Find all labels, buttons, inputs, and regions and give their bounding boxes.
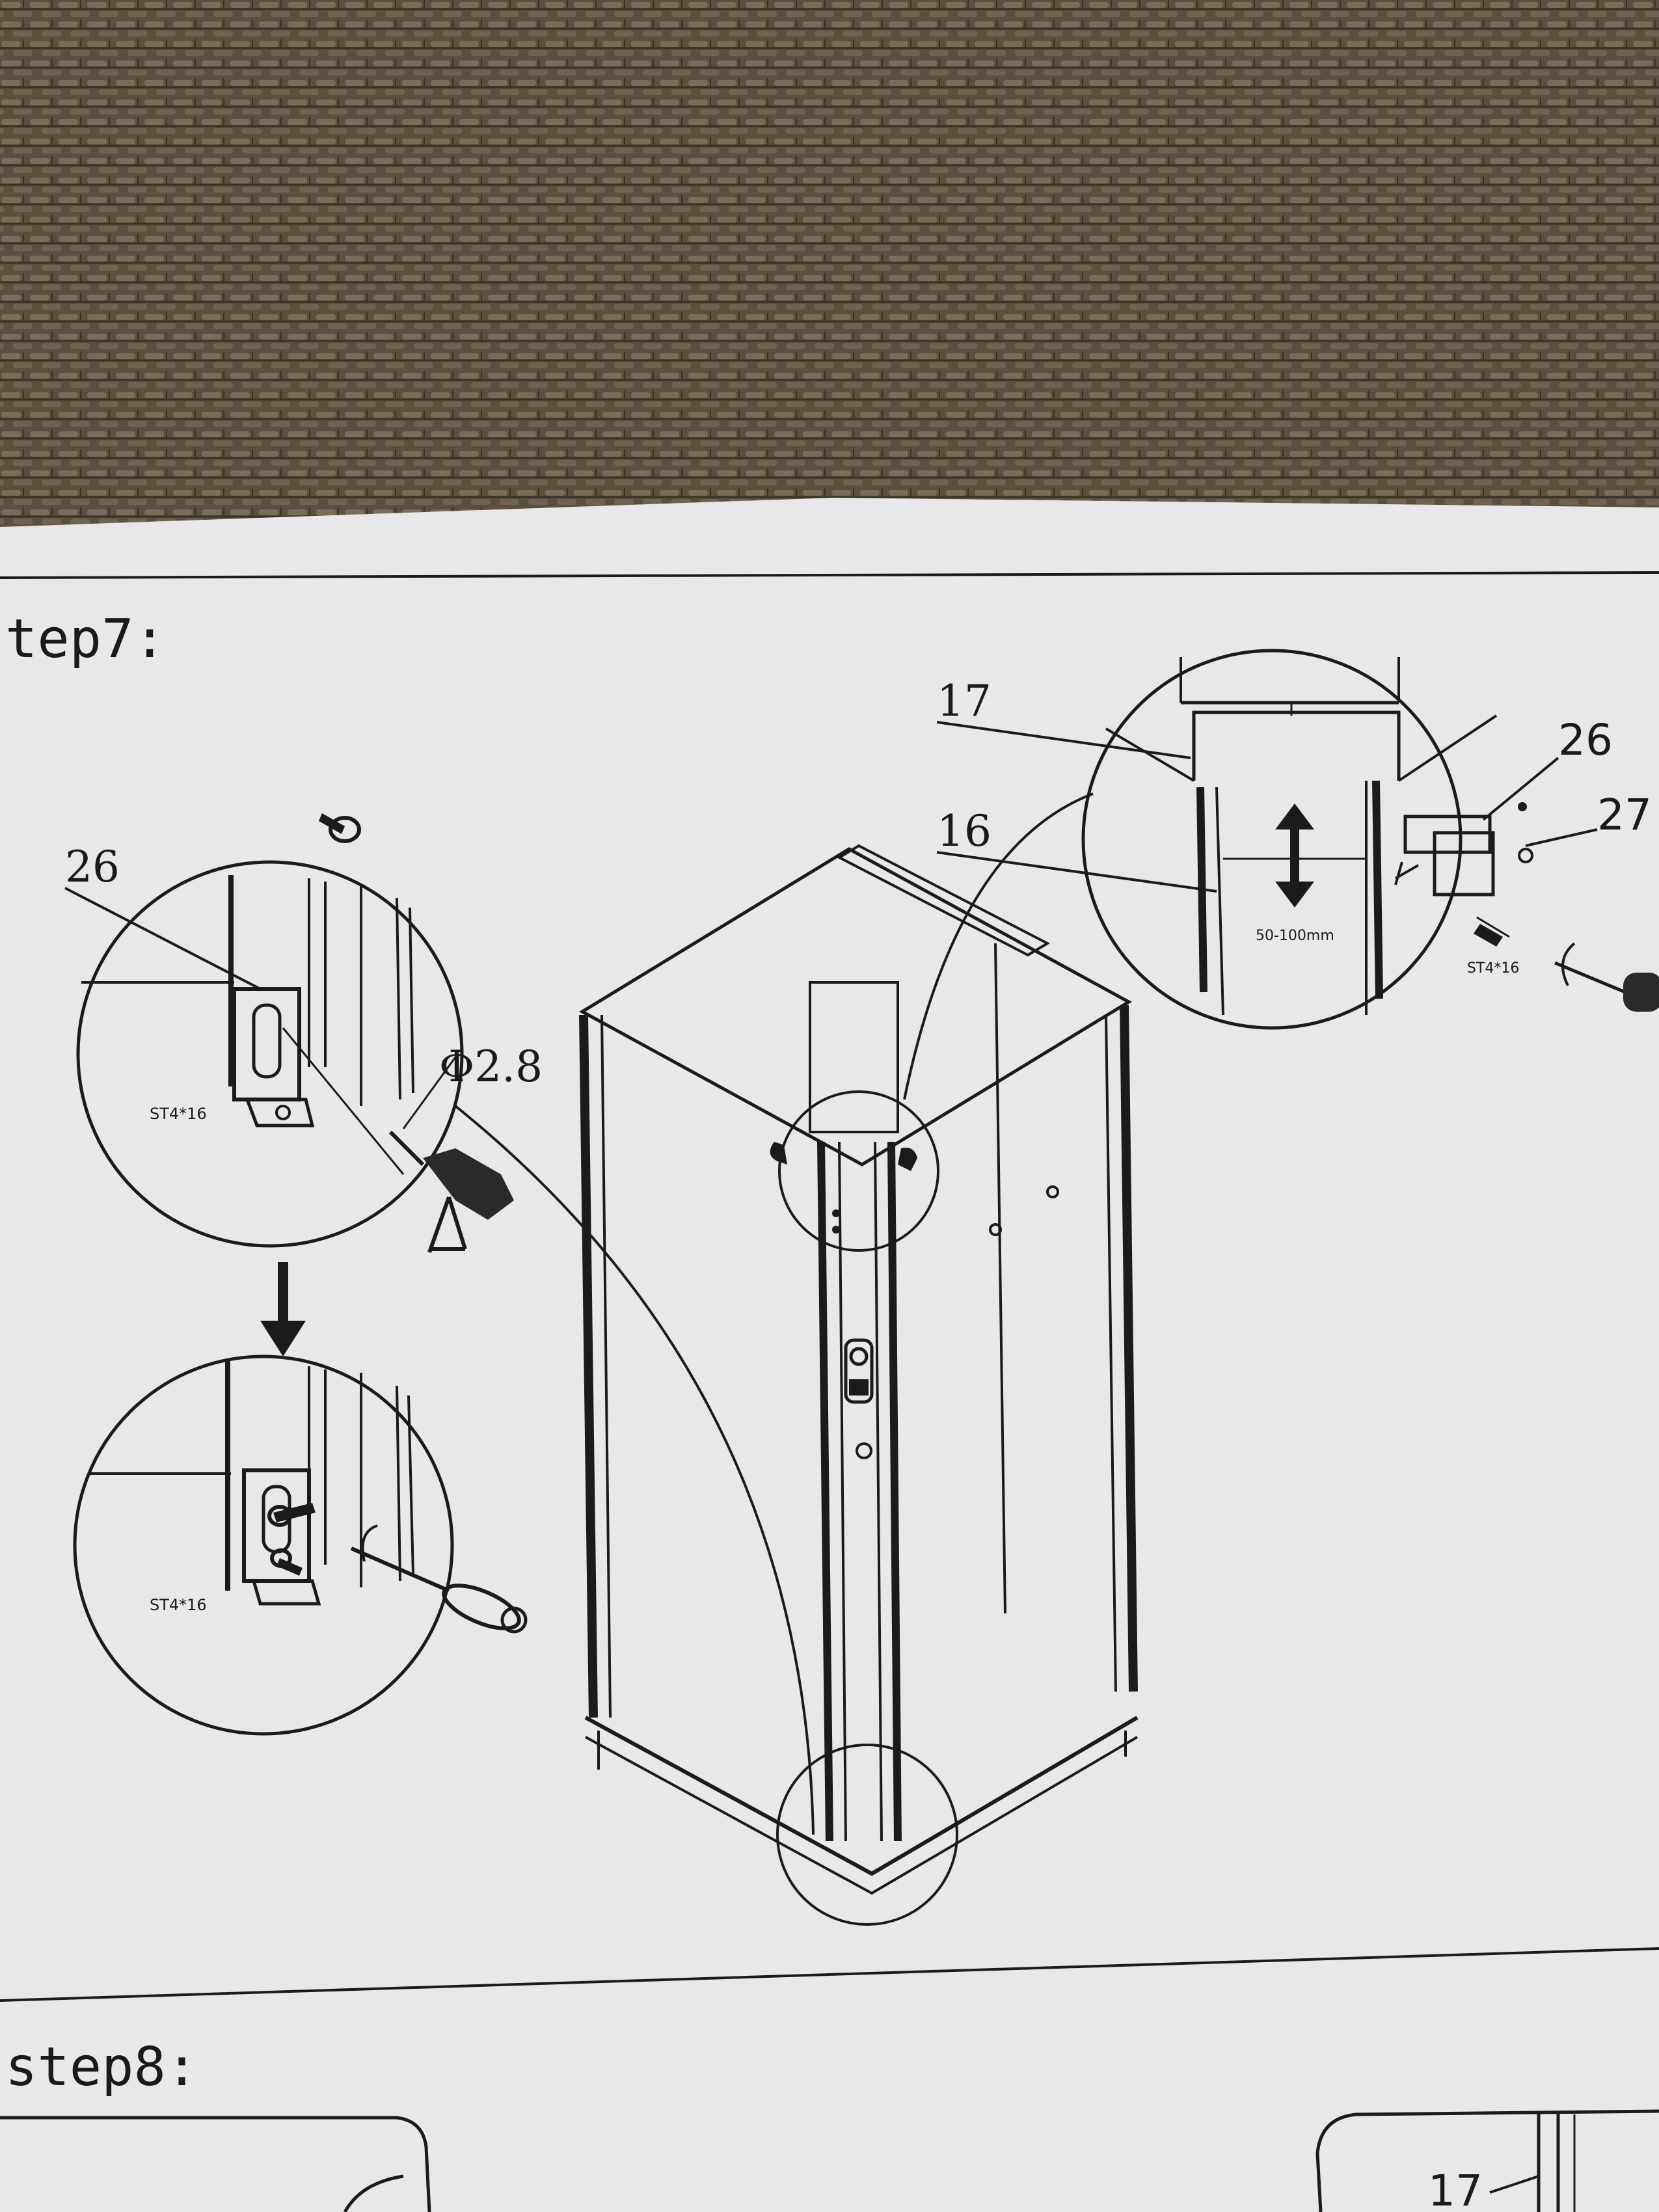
- screw-spec-left-lower: ST4*16: [150, 1596, 207, 1614]
- screwdriver-icon: [1554, 942, 1659, 1012]
- screw-spec-left-upper: ST4*16: [150, 1105, 207, 1123]
- adjust-range-label: 50-100mm: [1256, 928, 1334, 944]
- corner-bracket-icon: [1394, 802, 1533, 947]
- detail-left-lower: [73, 1355, 528, 1736]
- screw-spec-right: ST4*16: [1467, 960, 1519, 977]
- bracket-right-icon: [898, 1148, 917, 1171]
- step8-panel-left: [0, 2116, 431, 2212]
- double-arrow-icon: [1275, 803, 1314, 908]
- cabinet-illustration: [454, 792, 1139, 1926]
- step8-callout-17: 17: [1428, 2166, 1483, 2212]
- drill-diameter-label: Φ2.8: [439, 1042, 543, 1092]
- callout-26-right: 26: [1558, 715, 1613, 765]
- step8-panel-right: [1315, 2109, 1659, 2212]
- down-arrow-icon: [260, 1262, 306, 1356]
- callout-17: 17: [937, 676, 991, 726]
- callout-16: 16: [937, 806, 991, 856]
- hinge-bracket-icon: [844, 1338, 874, 1404]
- step-divider: [0, 1947, 1659, 2002]
- callout-27: 27: [1597, 790, 1652, 840]
- screw-icon: [319, 813, 361, 843]
- detail-left-upper: [76, 860, 464, 1248]
- step7-heading: tep7:: [5, 608, 166, 670]
- drill-icon: [388, 1130, 514, 1253]
- top-rule: [0, 571, 1659, 579]
- paper-sheet: [0, 498, 1659, 2212]
- step8-heading: step8:: [5, 2036, 198, 2098]
- screwdriver-icon-lower: [350, 1524, 528, 1634]
- callout-26-left: 26: [65, 842, 120, 892]
- screw-icon-installed: [267, 1503, 316, 1576]
